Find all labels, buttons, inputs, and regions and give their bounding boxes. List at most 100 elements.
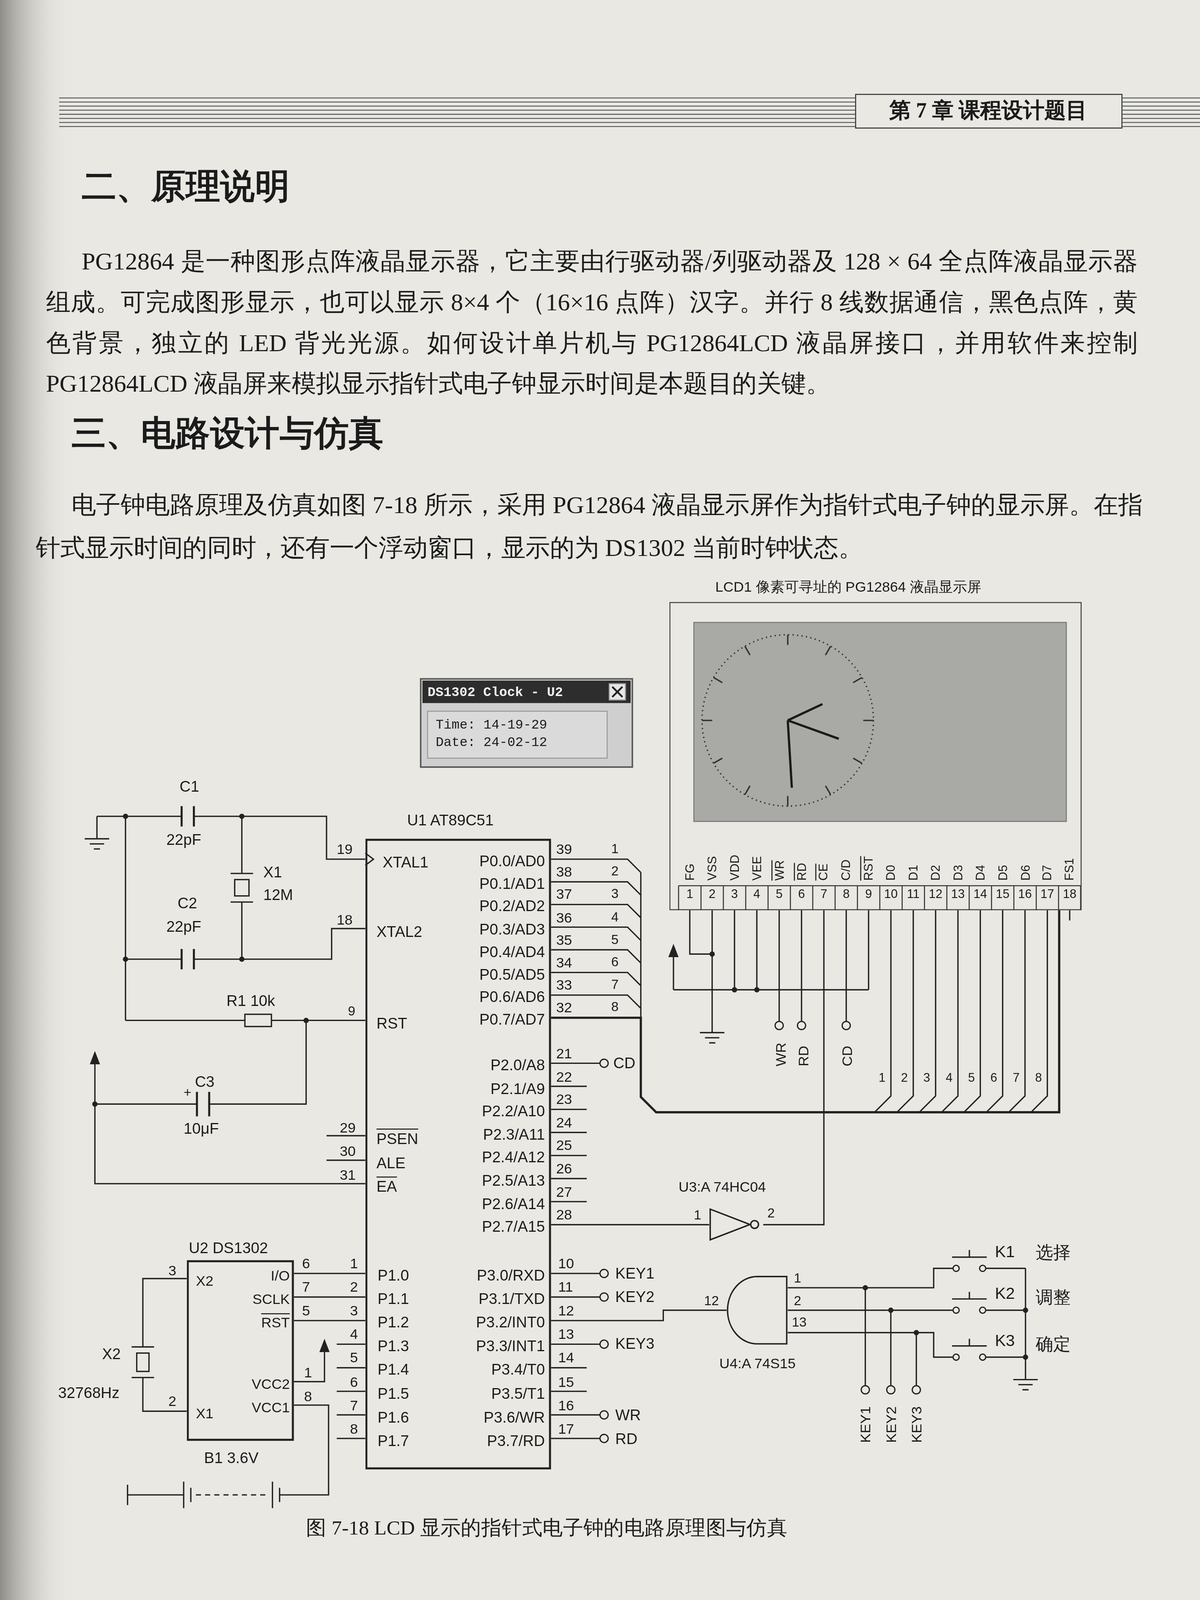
pin-name: P0.0/AD0	[479, 851, 545, 870]
pin-number: 39	[555, 840, 572, 858]
wiring	[326, 1135, 366, 1161]
bus-index: 6	[990, 1071, 998, 1086]
junction-dots	[754, 987, 760, 993]
pin-number: 15	[558, 1373, 575, 1390]
pin-name: PSEN	[376, 1129, 419, 1148]
pin-name: P3.1/TXD	[478, 1290, 545, 1308]
pin-number: 9	[348, 1003, 356, 1020]
pin-number: 1	[350, 1255, 358, 1272]
component-label: C2	[177, 894, 197, 912]
pin-number: 36	[555, 908, 572, 925]
pin-name: XTAL1	[382, 853, 429, 871]
junction-dots	[239, 956, 245, 962]
wire	[294, 1319, 366, 1322]
pin-name: P3.3/INT1	[475, 1336, 545, 1355]
junction-dots	[731, 987, 737, 993]
wiring	[551, 859, 641, 1018]
component-label: +	[183, 1085, 192, 1101]
pin-number: 31	[339, 1166, 356, 1183]
switch-label: K2	[994, 1284, 1015, 1304]
pin-name: ALE	[376, 1153, 406, 1172]
mcu-chip: U1 AT89C51XTAL1XTAL2RSTPSENALEEAP1.0P1.1…	[365, 838, 552, 1470]
wiring	[673, 910, 869, 991]
junction-dots	[303, 1017, 309, 1024]
wiring	[125, 928, 366, 960]
terminals	[775, 1021, 784, 1030]
terminals	[600, 1434, 609, 1443]
pin-name: FG	[683, 863, 698, 881]
lcd-pin-cells	[678, 885, 1081, 911]
pin-name: P2.7/A15	[481, 1217, 545, 1235]
terminals	[861, 1385, 870, 1395]
window-readout: Date: 24-02-12	[435, 735, 548, 751]
popup-window-frame	[427, 711, 608, 758]
net-label: KEY1	[857, 1406, 874, 1443]
wiring	[787, 1268, 954, 1358]
pin-number: 7	[301, 1278, 310, 1295]
pin-name: P2.0/A8	[490, 1055, 545, 1074]
component-label: 10μF	[183, 1119, 220, 1137]
popup-window-label: DS1302 Clock - U2	[427, 685, 563, 701]
wiring	[951, 1250, 1026, 1358]
pin-name: P3.7/RD	[486, 1431, 545, 1449]
wire	[551, 1224, 710, 1226]
pin-number: 26	[555, 1160, 572, 1177]
pin-number: 18	[336, 911, 353, 928]
rtc-chip: U2 DS1302X2I/OSCLKRSTVCC2X1VCC1	[186, 1260, 295, 1441]
pin-number: 5	[350, 1349, 358, 1366]
pin-number: 4	[753, 887, 761, 902]
pin-number: 12	[703, 1294, 719, 1310]
terminals	[842, 1021, 851, 1030]
pin-name: P3.0/RXD	[476, 1266, 546, 1284]
pin-number: 2	[168, 1392, 177, 1410]
junction-dots	[1023, 1354, 1029, 1360]
wiring	[125, 816, 127, 1021]
bus-index: 1	[878, 1071, 886, 1086]
pin-number: 6	[350, 1373, 358, 1390]
wire	[294, 1296, 366, 1298]
pin-name: P1.2	[377, 1313, 409, 1331]
terminals	[600, 1340, 609, 1349]
inverter-gate: U3:A 74HC04	[709, 1208, 764, 1241]
pin-name: D6	[1019, 865, 1033, 881]
pin-number: 13	[791, 1315, 807, 1331]
and-gate-symbol	[726, 1275, 788, 1345]
pin-name: D7	[1041, 865, 1056, 881]
pin-name: P2.5/A13	[481, 1171, 545, 1189]
junction-dots	[888, 1307, 894, 1313]
pin-number: 13	[558, 1325, 575, 1343]
terminals	[600, 1269, 609, 1278]
pin-number: 28	[555, 1206, 572, 1223]
pin-name: I/O	[270, 1267, 290, 1284]
lcd-screen	[694, 622, 1067, 822]
net-label: CD	[613, 1053, 636, 1072]
pin-name: P1.4	[377, 1360, 409, 1379]
pin-number: 17	[1040, 887, 1054, 902]
net-label: WR	[615, 1405, 641, 1424]
pin-name: D3	[951, 865, 966, 881]
pin-name: D1	[907, 865, 922, 881]
component-label: X1	[263, 863, 282, 881]
bus-index: 4	[611, 909, 619, 925]
bus-index: 6	[611, 955, 619, 971]
header-box: 第 7 章 课程设计题目	[855, 94, 1123, 129]
pin-number: 8	[303, 1387, 312, 1404]
pin-number: 24	[555, 1113, 572, 1131]
window-readout: Time: 14-19-29	[435, 718, 548, 734]
pin-number: 15	[995, 887, 1010, 902]
pin-number: 5	[775, 887, 783, 902]
net-label: KEY2	[882, 1406, 899, 1443]
terminals	[979, 1265, 986, 1272]
wiring	[551, 1063, 600, 1202]
pin-number: 10	[558, 1255, 575, 1272]
net-label: KEY3	[908, 1406, 925, 1443]
inverter-bubble	[750, 1220, 759, 1229]
junction-dots	[92, 813, 1029, 1360]
net-label: KEY3	[615, 1334, 655, 1352]
net-label: WR	[772, 1042, 789, 1067]
pin-number: 10	[884, 887, 898, 902]
pin-name: RST	[376, 1014, 408, 1032]
pin-name: P1.5	[377, 1384, 409, 1402]
wire	[551, 910, 1060, 1113]
terminals	[600, 1021, 986, 1443]
